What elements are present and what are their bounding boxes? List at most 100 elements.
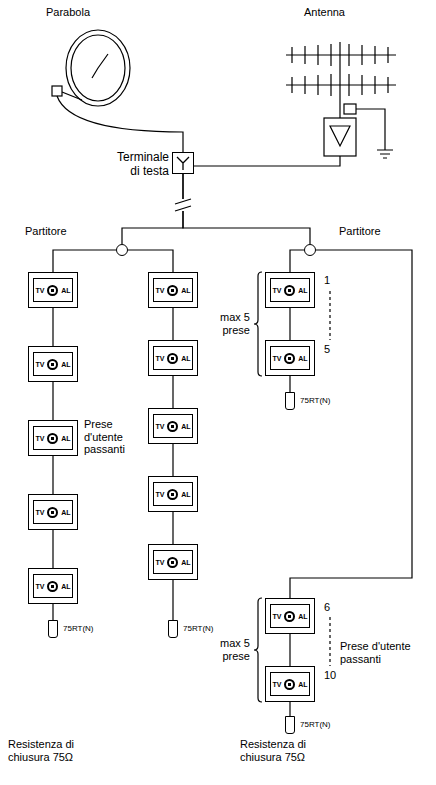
outlet-face: TV AL (33, 426, 73, 450)
dish-reflector (66, 30, 130, 106)
label: max 5 prese (200, 637, 250, 662)
outlet-text: TV (35, 509, 44, 516)
coax-cable (172, 512, 173, 544)
resistor-code: 75RT(N) (300, 396, 331, 405)
amplifier-symbol (330, 126, 350, 146)
outlet-text: TV (35, 583, 44, 590)
outlet-text: AL (181, 355, 190, 362)
outlet-text: AL (61, 361, 70, 368)
coax-cable (53, 250, 116, 272)
outlet-text: AL (298, 613, 307, 620)
splitter-circle: Partitore (116, 244, 128, 256)
splitter-circle: Partitore (304, 244, 316, 256)
user-outlet: TV AL (265, 340, 315, 376)
outlet-face: TV AL (270, 604, 310, 628)
socket-symbol (284, 285, 295, 296)
outlet-text: TV (155, 491, 164, 498)
outlet-face: TV AL (33, 500, 73, 524)
outlet-face: TV AL (153, 346, 193, 370)
termination-resistor: 75RT(N) (285, 716, 295, 734)
resistor-code: 75RT(N) (183, 624, 214, 633)
outlet-text: TV (155, 423, 164, 430)
outlet-face: TVAL (33, 574, 73, 598)
antenna-cable (194, 156, 340, 166)
socket-symbol (47, 507, 58, 518)
dish-mount (92, 54, 108, 78)
outlet-text: TV (155, 559, 164, 566)
label: 6 (324, 601, 344, 614)
node-label: Terminale di testa (105, 151, 169, 179)
user-outlet: TV AL (28, 272, 78, 308)
outlet-text: AL (298, 681, 307, 688)
outlet-text: TV (35, 287, 44, 294)
amplifier-box (324, 118, 356, 156)
outlet-text: AL (61, 287, 70, 294)
coax-cable (172, 444, 173, 476)
coax-cable (183, 174, 310, 244)
y-stroke (177, 157, 189, 170)
antenna-mast (339, 42, 340, 118)
coax-cable (122, 174, 183, 244)
socket-symbol (167, 489, 178, 500)
user-outlet: TV AL (148, 544, 198, 580)
mast-clamp (344, 104, 356, 114)
user-outlet: TV AL (148, 340, 198, 376)
user-outlet: TVAL (148, 408, 198, 444)
coax-cable (172, 580, 173, 620)
outlet-face: TV AL (153, 550, 193, 574)
ground-symbol (356, 109, 393, 158)
termination-resistor: 75RT(N) (168, 620, 178, 638)
label: Parabola (46, 6, 116, 19)
resistor-code: 75RT(N) (63, 624, 94, 633)
outlet-face: TV AL (33, 278, 73, 302)
socket-symbol (284, 611, 295, 622)
outlet-text: TV (272, 355, 281, 362)
lnb (52, 86, 62, 96)
coax-cable (289, 308, 290, 340)
antenna-boom (286, 55, 396, 85)
coax-cable (52, 530, 53, 568)
outlet-text: AL (61, 435, 70, 442)
user-outlet: TV AL (265, 598, 315, 634)
socket-symbol (284, 353, 295, 364)
outlet-text: TV (272, 681, 281, 688)
break-gap (175, 199, 191, 211)
label: 1 (324, 274, 344, 287)
outlet-face: TV AL (153, 482, 193, 506)
outlet-text: TV (155, 355, 164, 362)
outlet-text: AL (181, 559, 190, 566)
outlet-text: AL (181, 287, 190, 294)
outlet-text: AL (61, 509, 70, 516)
user-outlet: TV AL (28, 494, 78, 530)
user-outlet: TVAL (28, 346, 78, 382)
outlet-text: TV (35, 435, 44, 442)
label: Prese d'utente passanti (340, 640, 415, 665)
outlet-face: TV AL (270, 346, 310, 370)
outlet-text: TV (272, 287, 281, 294)
head-end-box: Terminale di testa (172, 152, 194, 174)
user-outlet: TVAL (148, 272, 198, 308)
label: Antenna (304, 6, 374, 19)
label: Resistenza di chiusura 75Ω (8, 738, 103, 763)
outlet-face: TVAL (33, 352, 73, 376)
coax-cable (289, 634, 290, 666)
outlet-text: TV (272, 613, 281, 620)
coax-cable (52, 604, 53, 620)
node-label: Partitore (25, 225, 105, 238)
outlet-face: TV AL (270, 672, 310, 696)
resistor-code: 75RT(N) (300, 720, 331, 729)
label: Prese d'utente passanti (84, 418, 144, 456)
dish-rim (71, 35, 125, 101)
coax-cable (172, 308, 173, 340)
user-outlet: TV AL (265, 666, 315, 702)
socket-symbol (167, 557, 178, 568)
dish-cable (57, 96, 183, 152)
socket-symbol (47, 285, 58, 296)
termination-resistor: 75RT(N) (48, 620, 58, 638)
user-outlet: TV AL (28, 420, 78, 456)
node-label: Partitore (339, 225, 419, 238)
outlet-text: AL (298, 355, 307, 362)
outlet-text: AL (181, 491, 190, 498)
